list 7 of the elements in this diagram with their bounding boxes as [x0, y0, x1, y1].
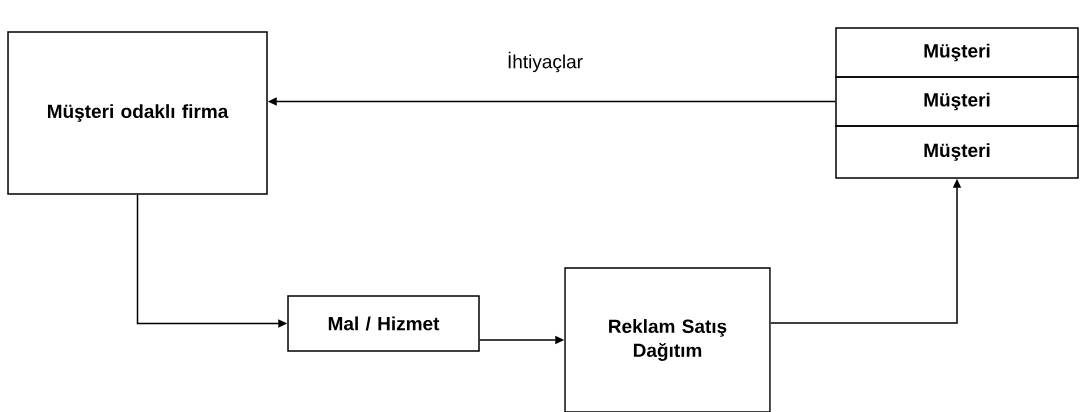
- process-box: Müşteri: [835, 76, 1079, 127]
- edge-label: İhtiyaçlar: [505, 49, 585, 75]
- process-box: Müşteri: [835, 125, 1079, 179]
- process-box: Mal / Hizmet: [287, 295, 480, 352]
- process-box: Müşteri odaklı firma: [7, 31, 268, 195]
- process-box: Müşteri: [835, 27, 1079, 78]
- process-box: Reklam Satış Dağıtım: [564, 267, 771, 412]
